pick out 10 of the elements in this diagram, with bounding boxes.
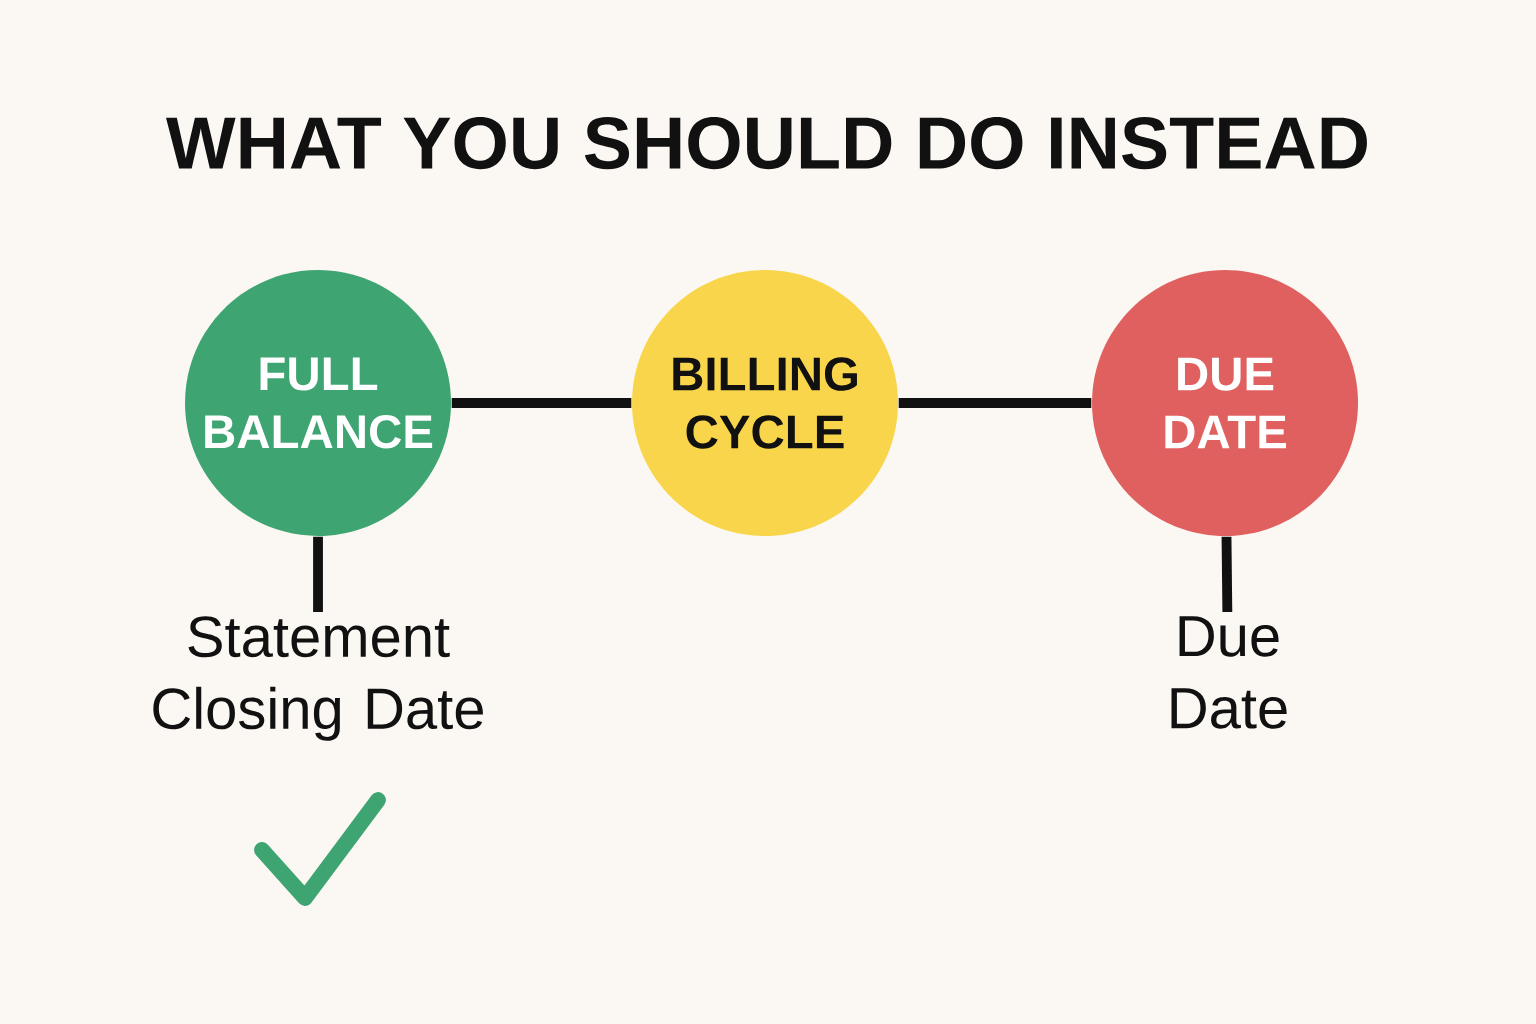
title: WHAT YOU SHOULD DO INSTEAD (166, 116, 1367, 170)
date-label: Statement Closing Date (153, 616, 483, 741)
circle-node: BILLING CYCLE (632, 270, 898, 536)
connector-line (313, 536, 323, 612)
connector-line (451, 398, 632, 408)
circle-node: FULL BALANCE (185, 270, 451, 536)
date-label: Due Date (1171, 616, 1287, 729)
circle-node: DUE DATE (1092, 270, 1358, 536)
connector-line (898, 398, 1092, 408)
connector-line (1221, 536, 1233, 613)
